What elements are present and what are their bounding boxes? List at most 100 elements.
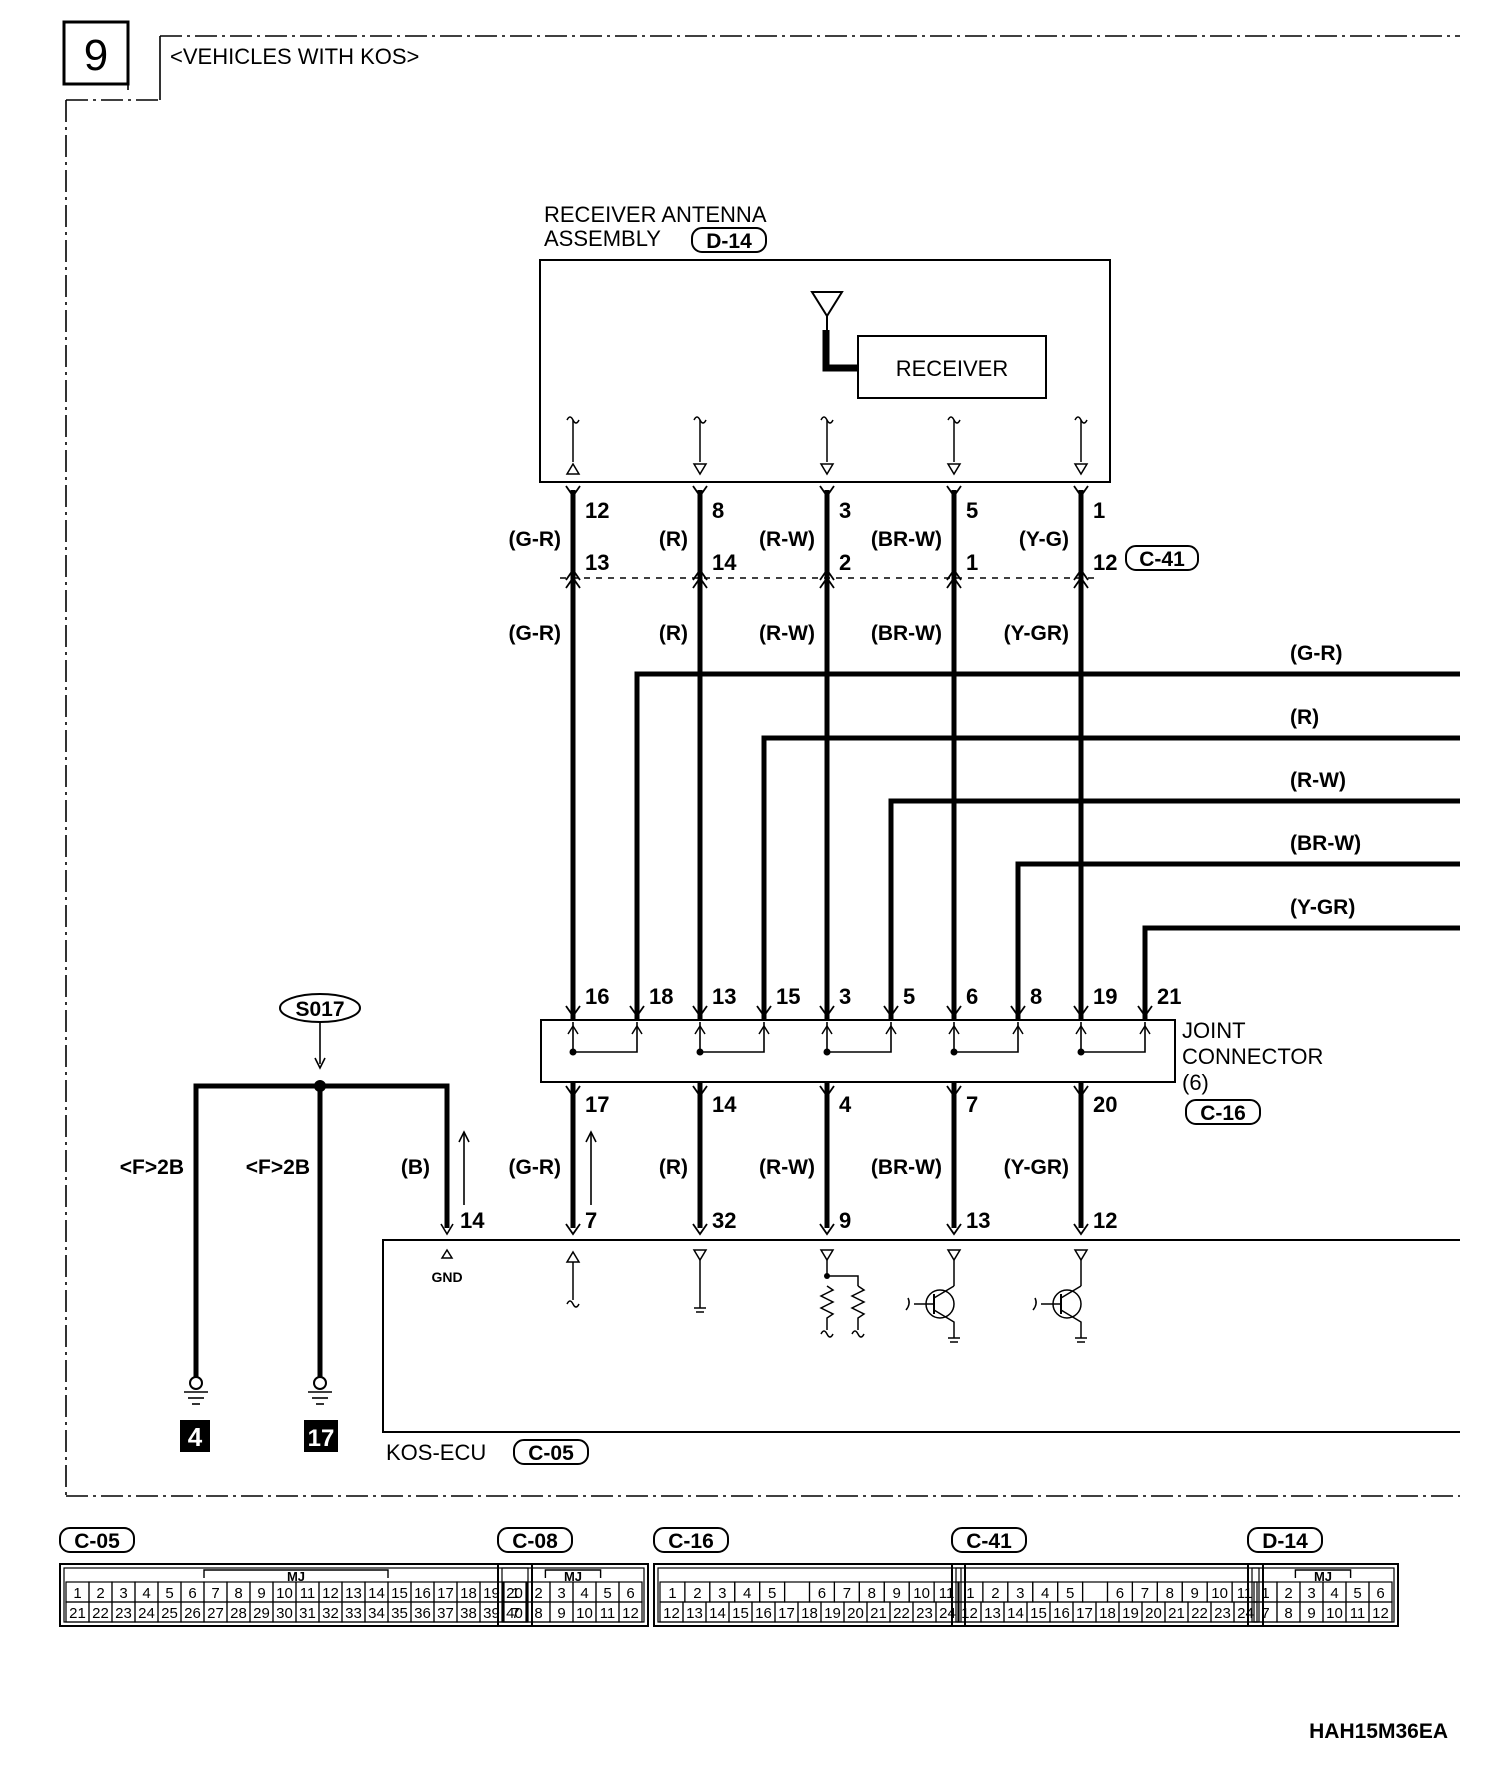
pin-number: 5 xyxy=(603,1585,611,1602)
wire-color-top: (Y-G) xyxy=(1019,528,1069,551)
ecu-terminal-in xyxy=(692,1249,708,1262)
terminal-in xyxy=(692,463,708,476)
pin-number: 40 xyxy=(506,1605,523,1622)
c41-mark xyxy=(946,576,962,589)
pin-number: 9 xyxy=(557,1605,565,1622)
pin-number: 32 xyxy=(322,1605,339,1622)
pin-number: 3 xyxy=(1016,1585,1024,1602)
pin-number: 6 xyxy=(188,1585,196,1602)
connector-frame xyxy=(653,1563,966,1627)
c41-mark xyxy=(565,576,581,589)
pin-number: 35 xyxy=(391,1605,408,1622)
connector-mark xyxy=(565,1085,581,1098)
pin-cell xyxy=(1081,1581,1109,1603)
pin-number: 5 xyxy=(768,1585,776,1602)
connector-view-id: C-16 xyxy=(668,1530,714,1553)
pin-number: 7 xyxy=(1141,1585,1149,1602)
ecu-terminal-in xyxy=(1073,1249,1089,1262)
connector-tag-c41 xyxy=(1125,545,1199,571)
pin-number: 36 xyxy=(414,1605,431,1622)
ground-terminal-label: GND xyxy=(431,1269,462,1285)
wire-color-top: (BR-W) xyxy=(871,528,942,551)
c41-mark xyxy=(819,576,835,589)
connector-mark xyxy=(1137,1005,1153,1018)
pin-number: 2 xyxy=(534,1585,542,1602)
connector-mark xyxy=(819,1223,835,1236)
connector-view-tag xyxy=(951,1527,1027,1553)
pin-cell xyxy=(1233,1601,1258,1623)
ground-symbol-1 xyxy=(184,1376,208,1405)
receiver-pin: 1 xyxy=(1093,498,1105,523)
pin-number: 23 xyxy=(115,1605,132,1622)
c41-mark xyxy=(946,568,962,581)
pin-number: 38 xyxy=(460,1605,477,1622)
receiver-terminals xyxy=(565,416,1089,476)
pin-number: 18 xyxy=(801,1605,818,1622)
ground-point-4-box xyxy=(180,1420,210,1452)
terminal-in xyxy=(819,463,835,476)
wire-branch-2 xyxy=(888,798,1460,1020)
pin-number: 6 xyxy=(1376,1585,1384,1602)
receiver-box xyxy=(539,259,1111,483)
ecu-terminal-out xyxy=(565,1250,581,1263)
pin-number: 5 xyxy=(1066,1585,1074,1602)
pin-number: 31 xyxy=(299,1605,316,1622)
pin-number: 21 xyxy=(870,1605,887,1622)
ground-icon xyxy=(1075,1337,1087,1343)
joint-connector: JOINT CONNECTOR (6) C-16 xyxy=(540,1018,1323,1125)
connector-mark xyxy=(1073,1085,1089,1098)
pin-number: 34 xyxy=(368,1605,385,1622)
wire-color-top: (G-R) xyxy=(509,528,561,551)
connector-mark xyxy=(946,485,962,498)
pin-number: 24 xyxy=(939,1605,956,1622)
pin-number: 2 xyxy=(96,1585,104,1602)
c41-mark xyxy=(692,576,708,589)
pin-number: 21 xyxy=(1168,1605,1185,1622)
ecu-pin: 13 xyxy=(966,1208,990,1233)
joint-bottom-pin: 7 xyxy=(966,1092,978,1117)
joint-bridge xyxy=(1080,1022,1146,1053)
pin-number: 7 xyxy=(211,1585,219,1602)
pin-number: 25 xyxy=(161,1605,178,1622)
connector-mark xyxy=(819,485,835,498)
pin-number: 16 xyxy=(414,1585,431,1602)
pin-number: 13 xyxy=(345,1585,362,1602)
connector-mark xyxy=(883,1005,899,1018)
connector-view-id: C-05 xyxy=(74,1530,120,1553)
pin-number: 3 xyxy=(718,1585,726,1602)
pin-number: 17 xyxy=(437,1585,454,1602)
ecu-wire-color: (Y-GR) xyxy=(1004,1156,1069,1179)
ecu-wire-color: (G-R) xyxy=(509,1156,561,1179)
pin-number: 2 xyxy=(693,1585,701,1602)
connector-frame xyxy=(497,1563,649,1627)
receiver-pin: 12 xyxy=(585,498,609,523)
connector-mark xyxy=(946,1085,962,1098)
joint-top-pin: 18 xyxy=(649,984,673,1009)
joint-top-pin: 3 xyxy=(839,984,851,1009)
ground-icon xyxy=(694,1307,706,1313)
pin-number: 4 xyxy=(1330,1585,1338,1602)
pin-number: 3 xyxy=(557,1585,565,1602)
receiver-connector-id: D-14 xyxy=(706,230,752,253)
pin-number: 15 xyxy=(391,1585,408,1602)
c41-pin: 12 xyxy=(1093,550,1117,575)
joint-top-pin: 6 xyxy=(966,984,978,1009)
connector-mark xyxy=(1010,1005,1026,1018)
joint-bridge xyxy=(826,1022,892,1053)
c41-pin: 1 xyxy=(966,550,978,575)
pin-number: 7 xyxy=(843,1585,851,1602)
wire-branch-1 xyxy=(761,735,1460,1020)
pin-number: 19 xyxy=(483,1585,500,1602)
pin-number: 1 xyxy=(1261,1585,1269,1602)
pin-number: 6 xyxy=(818,1585,826,1602)
pin-number: 8 xyxy=(868,1585,876,1602)
pin-number: 8 xyxy=(1284,1605,1292,1622)
figure-code: HAH15M36EA xyxy=(1309,1720,1448,1743)
connector-mark xyxy=(565,1005,581,1018)
connector-view-id: C-08 xyxy=(512,1530,558,1553)
splice-label: S017 xyxy=(295,998,344,1021)
ecu-wire-color: (R) xyxy=(659,1156,688,1179)
pin-number: 7 xyxy=(511,1605,519,1622)
wire-branch-4 xyxy=(1142,925,1460,1020)
connector-mark xyxy=(692,1005,708,1018)
